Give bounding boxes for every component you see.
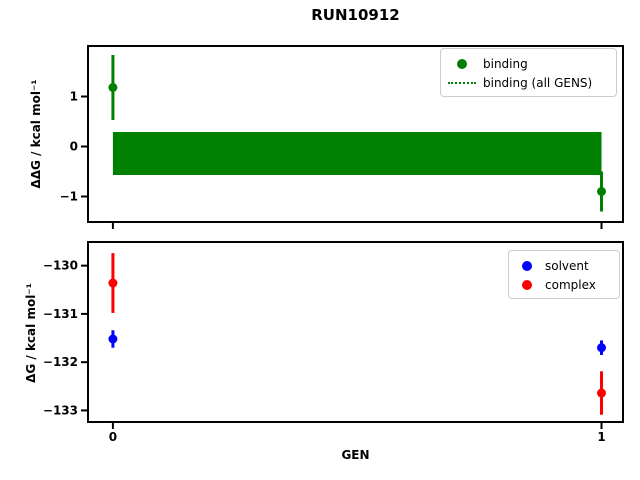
y-tick-label: 1	[70, 90, 78, 104]
legend-icon-cell	[441, 58, 483, 69]
y-tick-label: −132	[43, 355, 78, 369]
x-tick-label: 0	[109, 430, 117, 444]
x-tick-label: 1	[597, 430, 605, 444]
axes-frame	[87, 45, 624, 223]
legend-item-complex: complex	[509, 275, 611, 294]
legend-label: binding (all GENS)	[483, 75, 593, 90]
legend-icon-cell	[441, 81, 483, 84]
y-tick-label: −133	[43, 403, 78, 417]
binding-dot-icon	[457, 58, 467, 69]
legend-label: binding	[483, 56, 528, 71]
legend-item-binding-all-gens: binding (all GENS)	[441, 73, 608, 92]
data-point-complex	[108, 278, 118, 288]
y-tick-label: −1	[60, 190, 78, 204]
legend-label: complex	[545, 277, 596, 292]
y-tick-label: −130	[43, 259, 78, 273]
solvent-dot-icon	[522, 260, 532, 271]
legend-label: solvent	[545, 258, 589, 273]
axes-frame	[87, 241, 624, 423]
y-tick-label: −131	[43, 307, 78, 321]
complex-dot-icon	[522, 279, 532, 290]
dotted-line-icon	[448, 81, 476, 84]
band-binding-all-gens-	[112, 132, 602, 175]
legend-icon-cell	[509, 260, 545, 271]
legend-item-solvent: solvent	[509, 256, 611, 275]
data-point-binding	[597, 187, 607, 196]
legend-item-binding: binding	[441, 54, 608, 73]
x-axis-label: GEN	[341, 448, 370, 462]
legend-top: binding binding (all GENS)	[440, 48, 617, 97]
data-point-complex	[597, 388, 607, 398]
legend-bottom: solvent complex	[508, 250, 620, 299]
y-tick-label: 0	[70, 140, 78, 154]
data-point-binding	[108, 83, 118, 92]
top-y-axis-label: ΔΔG / kcal mol⁻¹	[29, 79, 43, 189]
legend-icon-cell	[509, 279, 545, 290]
data-point-solvent	[597, 343, 607, 353]
data-point-solvent	[108, 334, 118, 344]
figure-title: RUN10912	[311, 6, 400, 24]
bottom-y-axis-label: ΔG / kcal mol⁻¹	[24, 283, 38, 383]
